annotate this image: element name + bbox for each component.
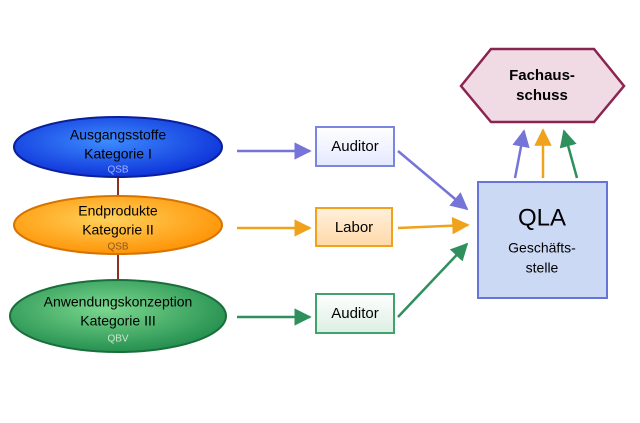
box-auditor-top-label: Auditor [331, 138, 379, 155]
node-anwendungskonzeption-line1: Anwendungskonzeption [44, 294, 193, 310]
node-ausgangsstoffe-line2: Kategorie I [84, 146, 152, 162]
node-anwendungskonzeption-line2: Kategorie III [80, 313, 156, 329]
qla-line2: stelle [526, 260, 559, 276]
node-endprodukte-tag: QSB [107, 242, 128, 253]
fachausschuss-line2: schuss [516, 87, 568, 104]
node-endprodukte: Endprodukte Kategorie II QSB [13, 195, 223, 255]
node-anwendungskonzeption-tag: QBV [107, 334, 128, 345]
node-endprodukte-line2: Kategorie II [82, 222, 154, 238]
arrow-auditor-to-qla [397, 150, 469, 211]
box-qla-geschaeftsstelle: QLA Geschäfts- stelle [477, 181, 608, 299]
box-labor-label: Labor [335, 219, 373, 236]
qla-line1: Geschäfts- [508, 240, 576, 256]
box-auditor-top: Auditor [315, 126, 395, 167]
qla-title: QLA [518, 204, 566, 231]
box-auditor-bottom-label: Auditor [331, 305, 379, 322]
box-labor: Labor [315, 207, 393, 247]
arrow-qla-to-fachausschuss-blue [512, 129, 530, 179]
fachausschuss-line1: Fachaus- [509, 67, 575, 84]
node-ausgangsstoffe-tag: QSB [107, 165, 128, 176]
box-auditor-bottom: Auditor [315, 293, 395, 334]
arrow-labor-to-qla [397, 216, 470, 235]
arrow-qla-to-fachausschuss-green [559, 129, 579, 179]
arrow-auditor-bottom-to-qla [397, 242, 469, 318]
node-fachausschuss: Fachaus- schuss [459, 47, 626, 124]
node-endprodukte-line1: Endprodukte [78, 203, 158, 219]
node-ausgangsstoffe: Ausgangsstoffe Kategorie I QSB [13, 116, 223, 178]
node-anwendungskonzeption: Anwendungskonzeption Kategorie III QBV [9, 279, 227, 353]
node-ausgangsstoffe-line1: Ausgangsstoffe [70, 127, 166, 143]
